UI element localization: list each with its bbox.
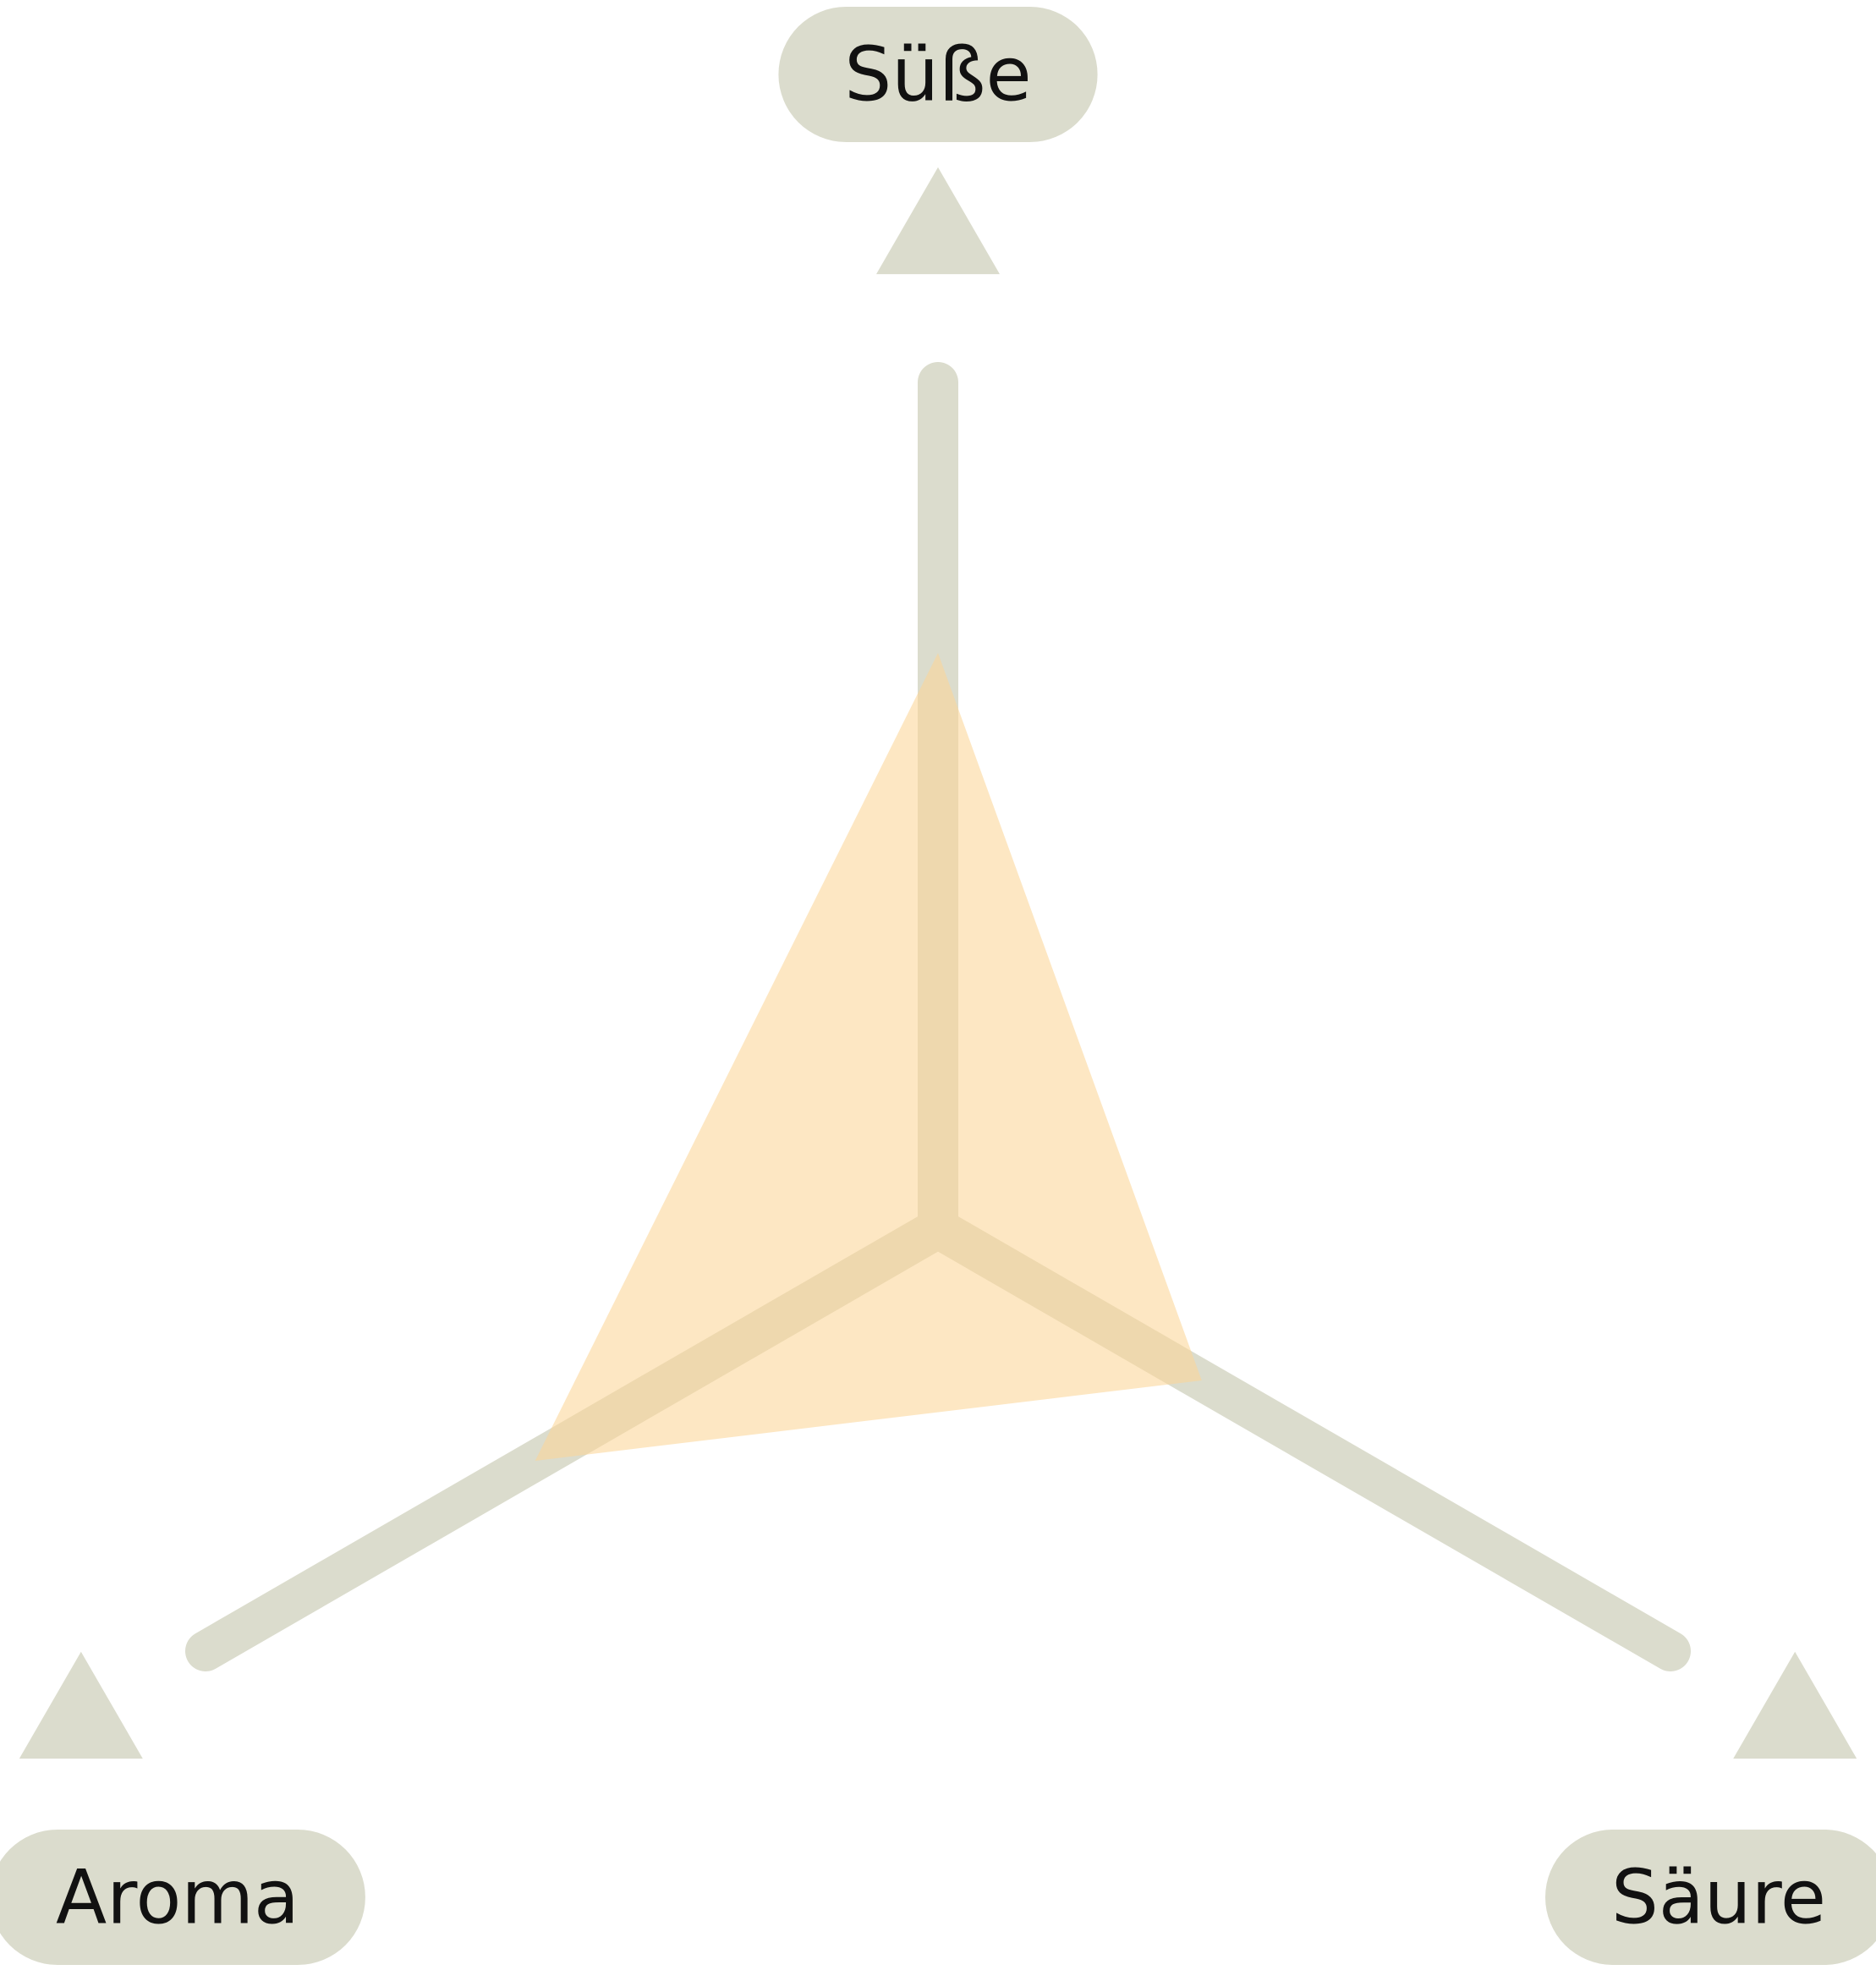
series-polygon [535, 653, 1202, 1461]
axis-label-text: Süße [844, 31, 1031, 118]
axis-arrows [19, 167, 1857, 1759]
axis-arrow-icon-2 [19, 1651, 143, 1759]
axis-label-2: Aroma [0, 1830, 365, 1965]
axis-label-pill [1545, 1830, 1876, 1965]
axis-label-pill [0, 1830, 365, 1965]
axis-label-0: Süße [778, 7, 1098, 142]
axis-label-text: Säure [1611, 1854, 1826, 1941]
axis-label-text: Aroma [56, 1854, 299, 1941]
axis-arrow-icon-1 [1733, 1651, 1857, 1759]
axis-label-pill [778, 7, 1098, 142]
axis-label-1: Säure [1545, 1830, 1876, 1965]
axis-arrow-icon-0 [876, 167, 1000, 275]
